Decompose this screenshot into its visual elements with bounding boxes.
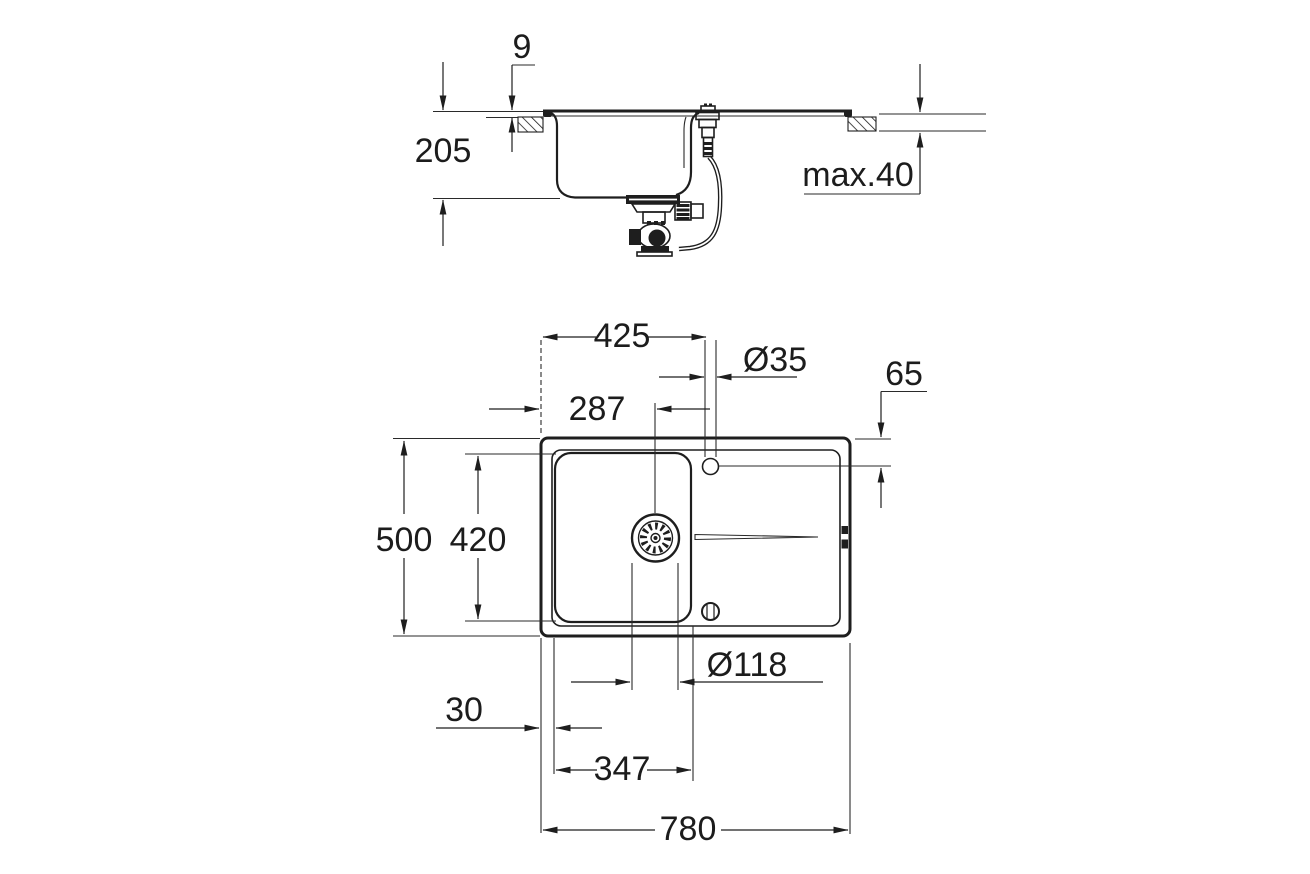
dimension-bowl-depth: 205	[415, 62, 472, 246]
dimension-bowl-width: 347	[555, 750, 692, 788]
dimension-drain-from-left: 287	[489, 390, 710, 428]
drain-strainer	[630, 513, 681, 563]
bowl-wall-left	[550, 112, 628, 199]
dimension-tap-from-left: 425	[542, 317, 707, 355]
dimension-tap-from-top: 65	[877, 355, 927, 508]
plan-view: 425 Ø35 65 287 500	[376, 317, 927, 848]
rim-edge-left	[543, 110, 552, 117]
dim-label-tap-from-left: 425	[594, 317, 651, 355]
countertop-section-right	[847, 113, 986, 132]
dimension-bowl-offset: 30	[436, 691, 602, 732]
dimension-overall-width: 780	[542, 810, 849, 848]
extension-lines	[393, 340, 891, 834]
dimension-overall-depth: 500	[376, 440, 433, 635]
dim-label-inner-depth: 420	[450, 521, 507, 559]
dimension-counter-thickness: max.40	[802, 64, 924, 195]
dim-label-overall-width: 780	[660, 810, 717, 848]
rim-edge-right	[844, 110, 852, 117]
dim-label-tap-diameter: Ø35	[743, 341, 807, 379]
strainer-slots	[640, 522, 671, 554]
sink-rim-inner-edge	[551, 449, 841, 627]
side-view: 9 205 max.40	[415, 28, 986, 257]
drain-assembly	[626, 103, 723, 257]
overflow-marker	[841, 526, 848, 549]
dimension-rim-height: 9	[508, 28, 535, 152]
dim-label-strainer-diameter: Ø118	[707, 646, 788, 684]
bowl-outline	[553, 451, 693, 624]
sink-cross-section	[543, 109, 852, 199]
dimension-tap-diameter: Ø35	[659, 341, 807, 381]
countertop-section-left	[486, 116, 544, 133]
tap-hole	[701, 457, 720, 476]
dimension-strainer-diameter: Ø118	[571, 646, 823, 686]
dim-label-bowl-width: 347	[594, 750, 651, 788]
trap-base	[641, 246, 669, 252]
dim-label-bowl-depth: 205	[415, 132, 472, 170]
dim-label-drain-from-left: 287	[569, 390, 626, 428]
pop-up-knob	[701, 602, 720, 621]
dimension-inner-depth: 420	[450, 455, 507, 620]
dim-label-counter-thickness: max.40	[802, 156, 914, 194]
dim-label-rim-height: 9	[513, 28, 532, 66]
tap-hole-plug	[700, 105, 716, 113]
dim-label-overall-depth: 500	[376, 521, 433, 559]
sink-outline	[539, 436, 852, 638]
dim-label-bowl-offset: 30	[445, 691, 483, 729]
bowl-wall-right	[675, 111, 700, 197]
dim-label-tap-from-top: 65	[885, 355, 923, 393]
overflow-hose	[678, 155, 723, 252]
drainboard-groove	[694, 533, 819, 541]
